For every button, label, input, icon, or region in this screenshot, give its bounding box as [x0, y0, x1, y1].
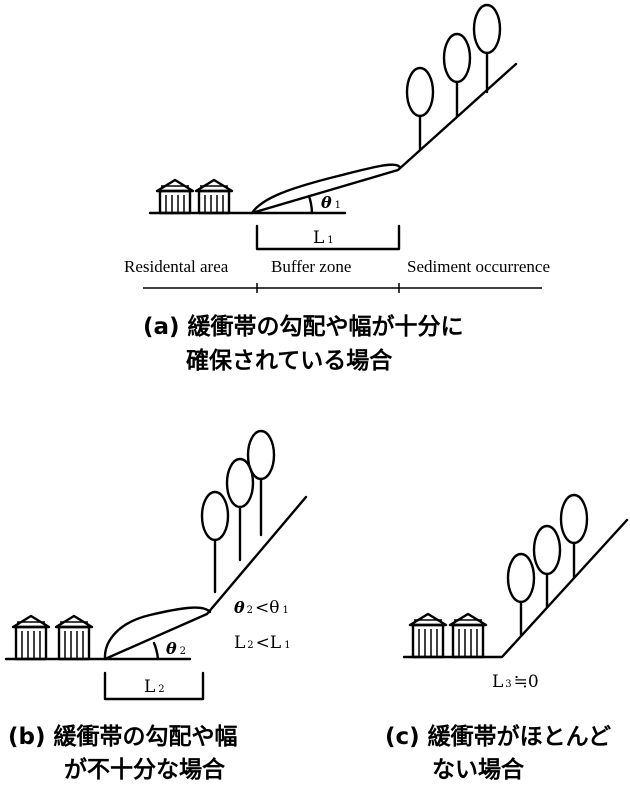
angle-arc	[307, 194, 314, 215]
ground-line	[402, 518, 629, 659]
house-icon	[54, 614, 94, 661]
caption-a-line1: (a) 緩衝帯の勾配や幅が十分に	[143, 313, 464, 340]
caption-a-line2: 確保されている場合	[186, 347, 393, 374]
tree-icon	[405, 66, 435, 152]
house-icon	[448, 612, 488, 659]
tree-icon	[472, 3, 502, 94]
sediment-deposit	[250, 163, 402, 215]
region-sediment-label: Sediment occurrence	[407, 257, 550, 276]
house-icon	[408, 612, 448, 659]
house-icon	[194, 178, 234, 215]
house-icon	[155, 178, 195, 215]
ground-line	[4, 495, 308, 661]
tree-icon	[200, 490, 230, 594]
caption-c-line1: (c) 緩衝帯がほとんど	[385, 723, 611, 750]
region-buffer-label: Buffer zone	[271, 257, 351, 276]
tree-icon	[559, 493, 589, 580]
house-icon	[11, 614, 51, 661]
length-bracket	[103, 671, 205, 701]
length-bracket	[255, 224, 401, 251]
sediment-deposit	[103, 606, 212, 661]
region-divider	[143, 283, 542, 293]
tree-icon	[246, 429, 276, 537]
angle-arc	[152, 641, 160, 661]
caption-b-line2: が不十分な場合	[64, 756, 226, 783]
region-residential-label: Residental area	[124, 257, 229, 276]
caption-b-line1: (b) 緩衝帯の勾配や幅	[8, 723, 238, 750]
tree-icon	[506, 552, 536, 637]
tree-icon	[532, 524, 562, 609]
caption-c-line2: ない場合	[432, 756, 525, 783]
tree-icon	[442, 32, 472, 119]
tree-icon	[225, 457, 255, 562]
